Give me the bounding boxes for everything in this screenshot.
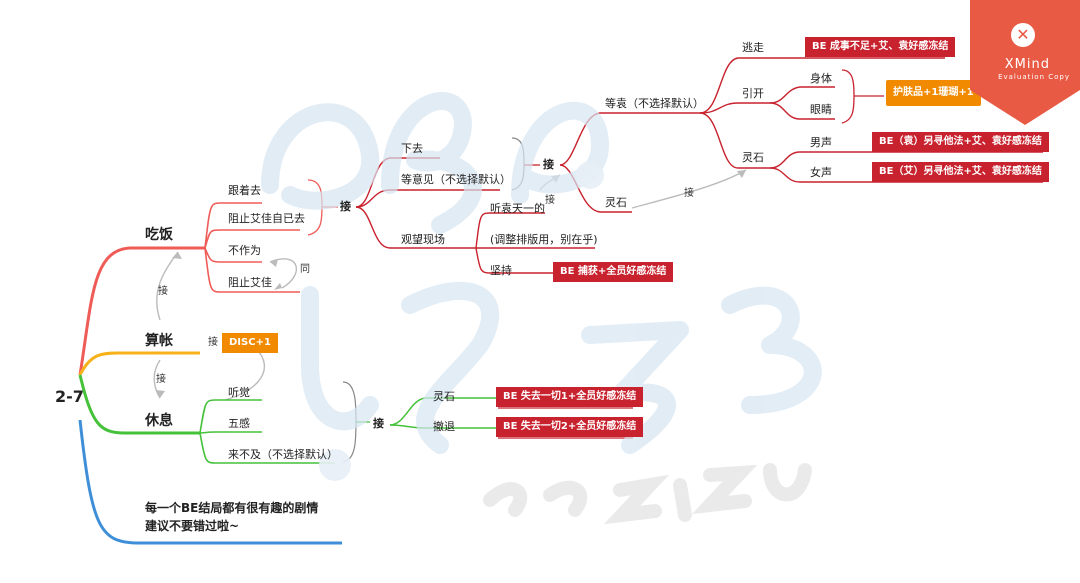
branch-eat: 吃饭 bbox=[145, 227, 173, 243]
lure-eyes: 眼睛 bbox=[810, 103, 832, 116]
xmind-title: XMind bbox=[1004, 57, 1050, 72]
relation-label-jie-d: 接 bbox=[545, 195, 555, 206]
rest-retreat-be-tag: BE 失去一切2+全员好感冻结 bbox=[496, 417, 644, 437]
voice-female: 女声 bbox=[810, 166, 832, 179]
branch-line-note bbox=[78, 419, 342, 545]
xmind-evaluation-badge bbox=[970, 0, 1080, 125]
branch-line-rest bbox=[78, 374, 200, 435]
xmind-close-icon: ✕ bbox=[1011, 23, 1035, 47]
lure: 引开 bbox=[742, 87, 764, 100]
lingshi: 灵石 bbox=[605, 196, 627, 209]
eat-child-stop-self: 阻止艾佳自已去 bbox=[228, 212, 305, 225]
watch-child-layout-note: (调整排版用，别在乎) bbox=[490, 233, 598, 246]
mid-child-wait-opinion: 等意见（不选择默认） bbox=[401, 173, 511, 186]
root-topic: 2-7 bbox=[55, 387, 84, 406]
watch-child-insist: 坚持 bbox=[490, 264, 512, 277]
rest-child-hearing: 听觉 bbox=[228, 386, 250, 399]
note-line-1: 每一个BE结局都有很有趣的剧情 bbox=[145, 501, 319, 515]
relation-label-jie-c: 接 bbox=[208, 337, 218, 348]
relation-label-jie-b: 接 bbox=[156, 374, 166, 385]
escape: 逃走 bbox=[742, 41, 764, 54]
lingshi-2: 灵石 bbox=[742, 151, 764, 164]
escape-be-tag: BE 成事不足+艾、袁好感冻结 bbox=[805, 37, 956, 57]
rest-option-retreat: 撤退 bbox=[433, 420, 455, 433]
mid-connector: 接 bbox=[543, 158, 554, 171]
branch-rest: 休息 bbox=[145, 413, 173, 429]
relation-label-jie-a: 接 bbox=[158, 286, 168, 297]
reward-tag: 护肤品+1珊瑚+1 bbox=[886, 80, 981, 106]
rest-option-lingshi: 灵石 bbox=[433, 390, 455, 403]
rest-connector: 接 bbox=[373, 417, 384, 430]
disc-tag: DISC+1 bbox=[222, 333, 278, 353]
branch-line-settle bbox=[78, 351, 200, 376]
watch-child-listen-yuan: 听袁天一的 bbox=[490, 202, 545, 215]
lure-body: 身体 bbox=[810, 72, 832, 85]
relation-label-jie-e: 接 bbox=[684, 188, 694, 199]
note-line-2: 建议不要错过啦~ bbox=[145, 519, 240, 533]
rest-lingshi-be-tag: BE 失去一切1+全员好感冻结 bbox=[496, 387, 644, 407]
branch-settle: 算帐 bbox=[145, 333, 173, 349]
female-be-tag: BE（艾）另寻他法+艾、袁好感冻结 bbox=[872, 162, 1049, 182]
voice-male: 男声 bbox=[810, 136, 832, 149]
eat-child-stop: 阻止艾佳 bbox=[228, 276, 272, 289]
mid-child-down: 下去 bbox=[401, 142, 423, 155]
eat-child-follow: 跟着去 bbox=[228, 184, 261, 197]
xmind-subtitle: Evaluation Copy bbox=[998, 73, 1070, 81]
relation-label-same: 同 bbox=[300, 264, 310, 275]
rest-child-too-late: 来不及（不选择默认） bbox=[228, 448, 338, 461]
wait-yuan: 等袁（不选择默认） bbox=[605, 97, 704, 110]
rest-child-five-senses: 五感 bbox=[228, 417, 250, 430]
branch-line-eat bbox=[78, 246, 205, 376]
mid-child-watch: 观望现场 bbox=[401, 233, 445, 246]
eat-child-inaction: 不作为 bbox=[228, 244, 261, 257]
insist-be-tag: BE 捕获+全员好感冻结 bbox=[553, 262, 674, 282]
eat-connector: 接 bbox=[340, 200, 351, 213]
male-be-tag: BE（袁）另寻他法+艾、袁好感冻结 bbox=[872, 132, 1049, 152]
